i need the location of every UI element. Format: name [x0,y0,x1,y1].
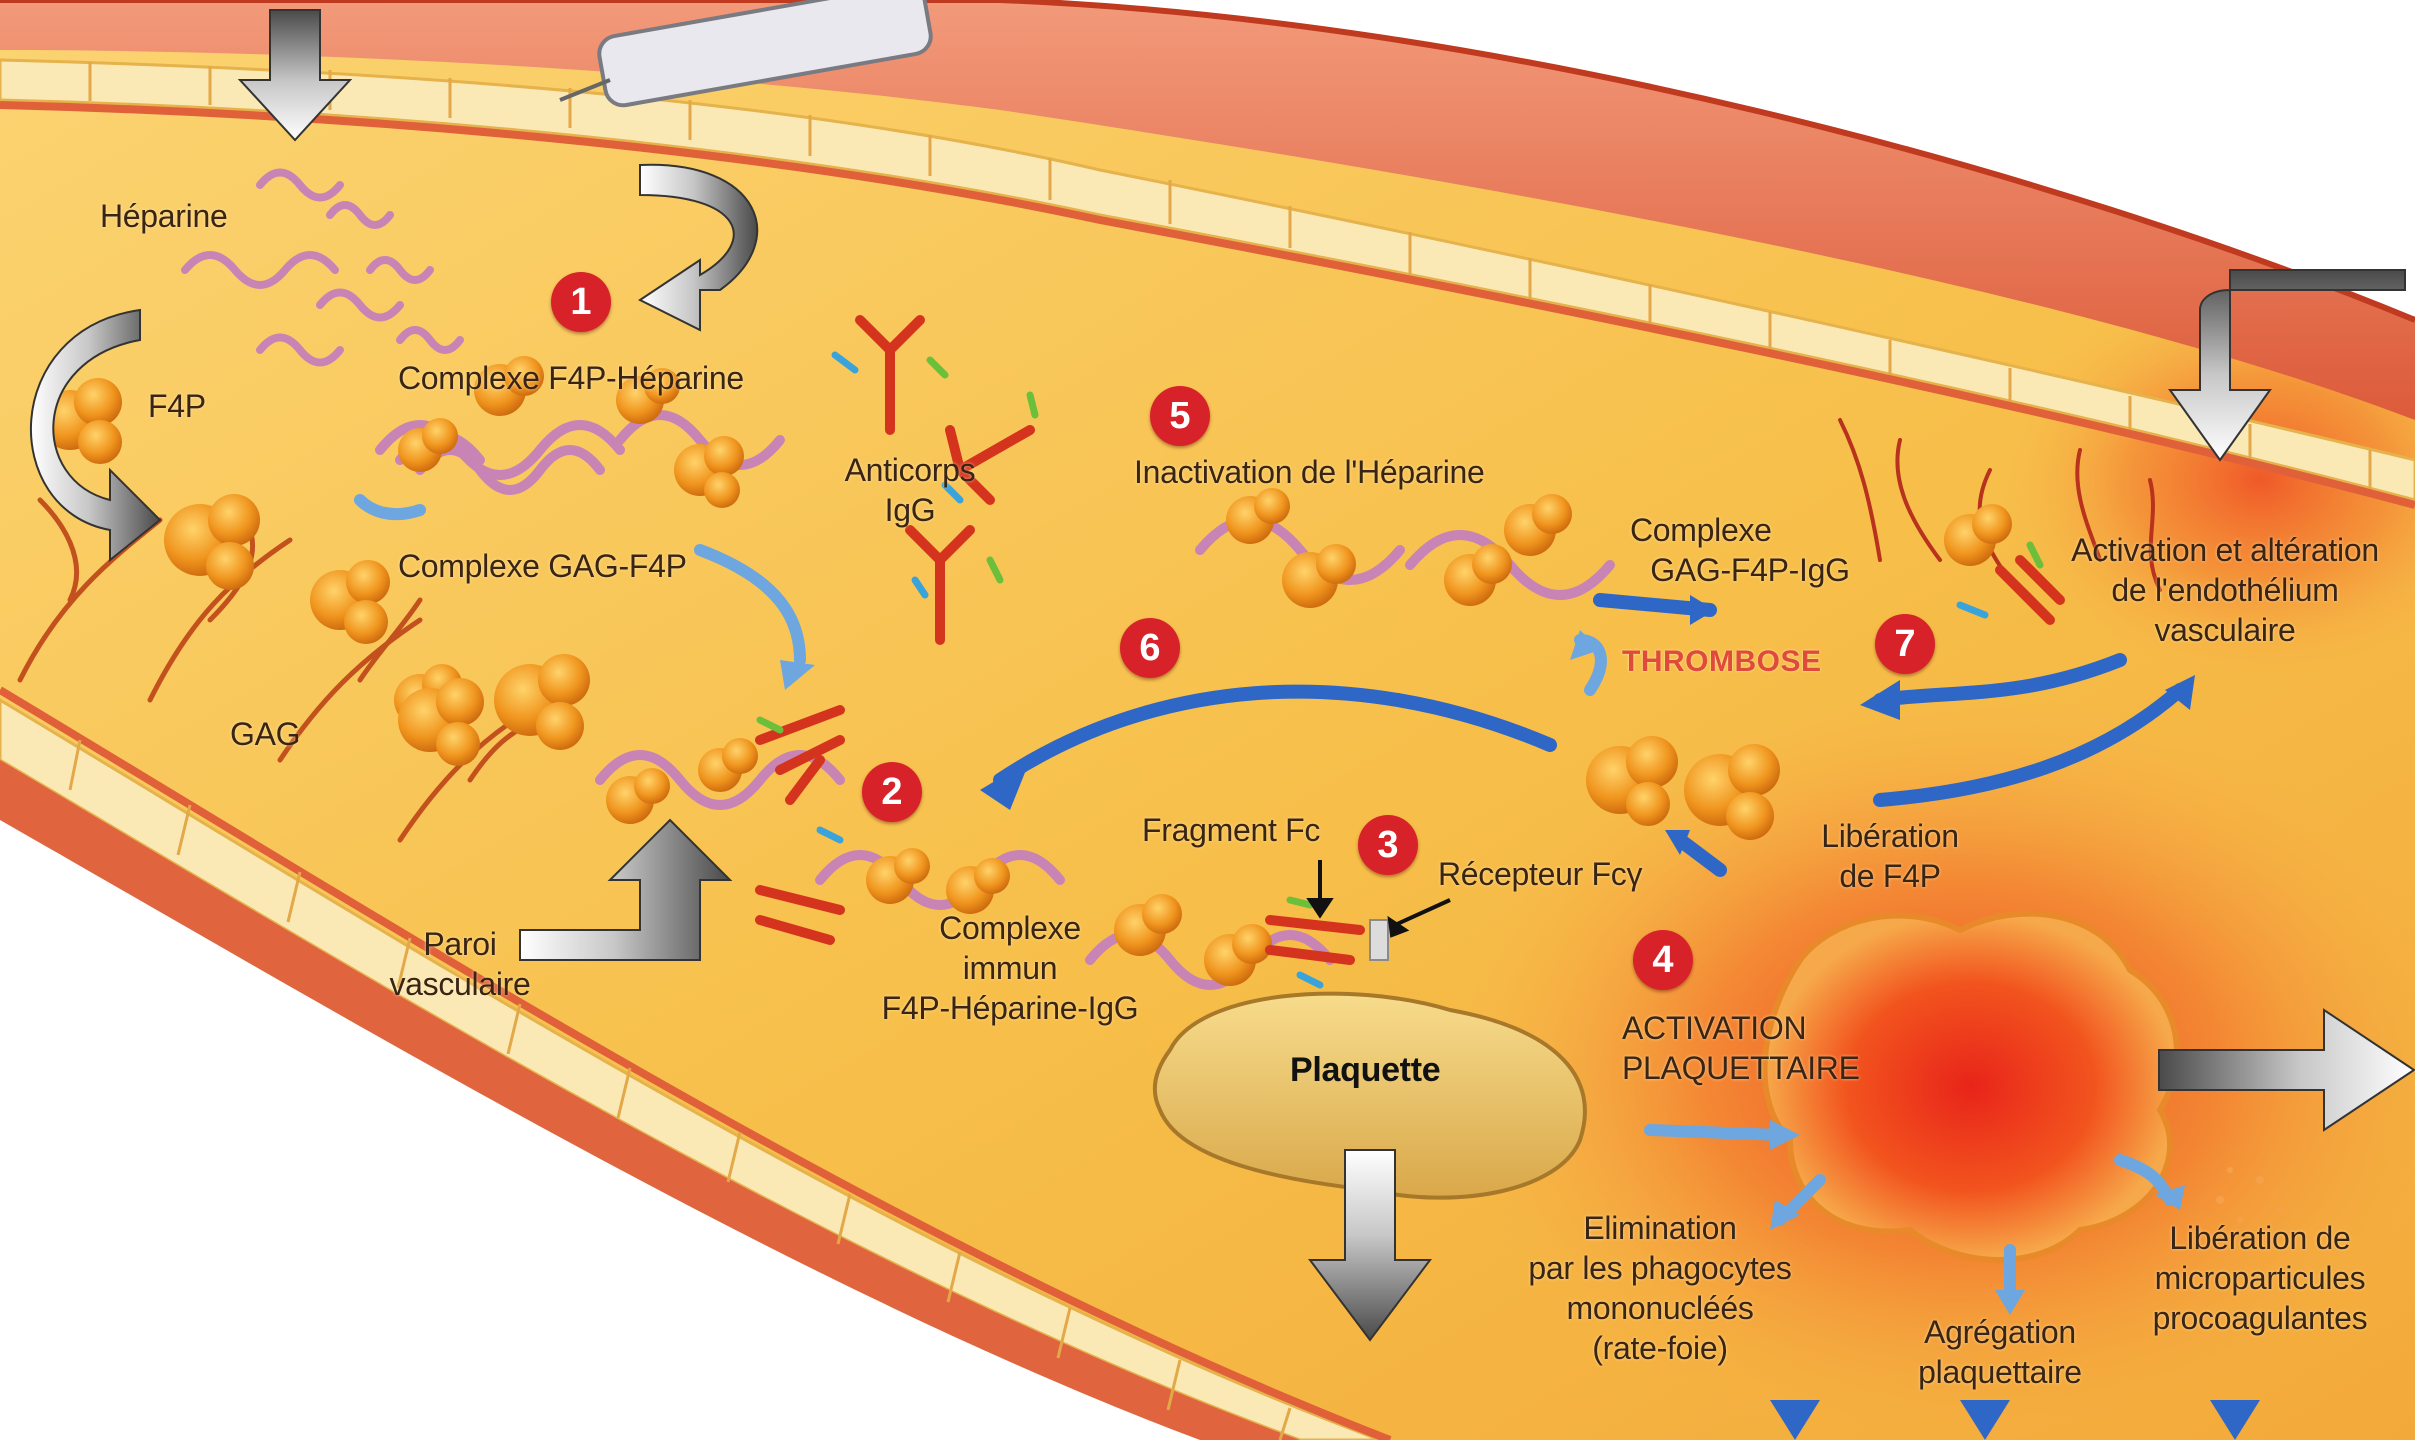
label-complexe-gag-f4p-igg-line1: Complexe [1600,510,1900,550]
fc-receptor [1370,920,1388,960]
label-inactivation-heparine: Inactivation de l'Héparine [1134,452,1485,492]
step-badge-1: 1 [551,272,611,332]
label-activation-endothelium-line3: vasculaire [2040,610,2410,650]
label-liberation-f4p-line1: Libération [1790,816,1990,856]
label-complexe-gag-f4p-igg: Complexe GAG-F4P-IgG [1600,510,1900,590]
label-anticorps: Anticorps IgG [820,450,1000,530]
label-complexe-gag-f4p: Complexe GAG-F4P [398,546,687,586]
label-complexe-gag-f4p-igg-line2: GAG-F4P-IgG [1600,550,1900,590]
label-activation-endothelium-line2: de l'endothélium [2040,570,2410,610]
label-activation-plaquettaire-line1: ACTIVATION [1622,1008,1860,1048]
label-gag: GAG [230,714,300,754]
label-activation-plaquettaire: ACTIVATION PLAQUETTAIRE [1622,1008,1860,1088]
label-microparticules-line2: microparticules [2120,1258,2400,1298]
label-paroi-line2: vasculaire [370,964,550,1004]
label-fragment-fc: Fragment Fc [1142,810,1320,850]
label-f4p: F4P [148,386,206,426]
label-agregation-line2: plaquettaire [1890,1352,2110,1392]
label-anticorps-line2: IgG [820,490,1000,530]
label-complexe-f4p-heparine: Complexe F4P-Héparine [398,358,744,398]
step-badge-2: 2 [862,762,922,822]
label-agregation: Agrégation plaquettaire [1890,1312,2110,1392]
label-activation-endothelium: Activation et altération de l'endothéliu… [2040,530,2410,650]
label-elimination-line1: Elimination [1480,1208,1840,1248]
label-complexe-immun-line3: F4P-Héparine-IgG [860,988,1160,1028]
label-paroi-vasculaire: Paroi vasculaire [370,924,550,1004]
label-complexe-immun-line1: Complexe [860,908,1160,948]
label-elimination: Elimination par les phagocytes mononuclé… [1480,1208,1840,1368]
label-microparticules-line3: procoagulantes [2120,1298,2400,1338]
label-microparticules: Libération de microparticules procoagula… [2120,1218,2400,1338]
label-liberation-f4p-line2: de F4P [1790,856,1990,896]
step-badge-3: 3 [1358,815,1418,875]
label-plaquette: Plaquette [1290,1050,1440,1090]
label-elimination-line4: (rate-foie) [1480,1328,1840,1368]
label-anticorps-line1: Anticorps [820,450,1000,490]
label-complexe-immun-line2: immun [860,948,1160,988]
label-paroi-line1: Paroi [370,924,550,964]
label-activation-endothelium-line1: Activation et altération [2040,530,2410,570]
label-recepteur-fc: Récepteur Fcγ [1438,854,1642,894]
label-heparine: Héparine [100,196,227,236]
label-microparticules-line1: Libération de [2120,1218,2400,1258]
step-badge-5: 5 [1150,386,1210,446]
label-elimination-line3: mononucléés [1480,1288,1840,1328]
label-thrombose: THROMBOSE [1622,642,1822,682]
label-activation-plaquettaire-line2: PLAQUETTAIRE [1622,1048,1860,1088]
label-liberation-f4p: Libération de F4P [1790,816,1990,896]
step-badge-4: 4 [1633,930,1693,990]
label-agregation-line1: Agrégation [1890,1312,2110,1352]
step-badge-6: 6 [1120,618,1180,678]
step-badge-7: 7 [1875,614,1935,674]
label-complexe-immun: Complexe immun F4P-Héparine-IgG [860,908,1160,1028]
label-elimination-line2: par les phagocytes [1480,1248,1840,1288]
